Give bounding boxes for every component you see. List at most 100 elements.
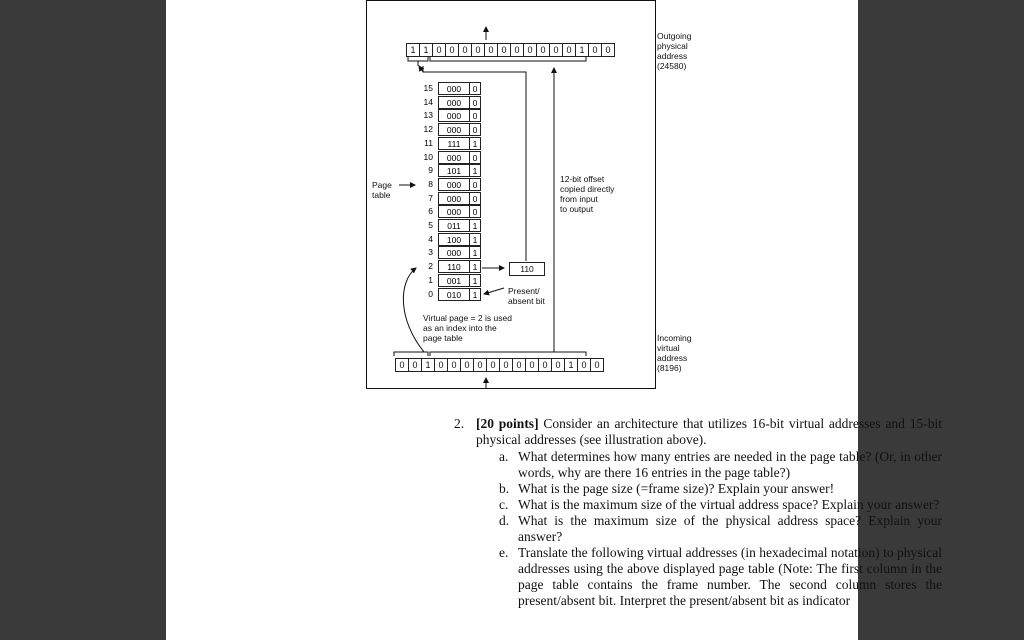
- page-index: 14: [423, 96, 433, 107]
- page-index: 3: [428, 247, 433, 258]
- page-index: 13: [423, 110, 433, 121]
- page-table-label-line: table: [372, 190, 391, 200]
- question-item: d. What is the maximum size of the physic…: [454, 513, 942, 545]
- present-bit-cell: 0: [469, 95, 481, 109]
- item-letter: c.: [499, 497, 509, 512]
- incoming-label-line: virtual: [657, 343, 680, 353]
- present-bit-cell: 0: [469, 177, 481, 191]
- page-table-label-line: Page: [372, 180, 392, 190]
- offset-note-line: copied directly: [560, 184, 615, 194]
- question-stem: [20 points] Consider an architecture tha…: [476, 416, 942, 448]
- outgoing-label-line: address: [657, 51, 688, 61]
- item-letter: d.: [499, 513, 510, 528]
- item-text: What determines how many entries are nee…: [518, 449, 942, 480]
- present-bit-cell: 1: [469, 287, 481, 301]
- virtual-page-note-line: Virtual page = 2 is used: [423, 313, 512, 323]
- item-letter: b.: [499, 481, 510, 496]
- question-item: c. What is the maximum size of the virtua…: [454, 497, 942, 513]
- selected-frame-box: 110: [509, 262, 545, 276]
- question-points: [20 points]: [476, 416, 539, 431]
- question-item: e. Translate the following virtual addres…: [454, 545, 942, 609]
- present-bit-cell: 1: [469, 136, 481, 150]
- item-letter: a.: [499, 449, 509, 464]
- virtual-page-note-line: as an index into the: [423, 323, 497, 333]
- present-note-line: Present/: [508, 286, 540, 296]
- present-bit-cell: 0: [469, 109, 481, 123]
- incoming-bit: 0: [590, 358, 604, 372]
- question-item: b. What is the page size (=frame size)? E…: [454, 481, 942, 497]
- question-stem-text: Consider an architecture that utilizes 1…: [476, 416, 942, 447]
- outgoing-bit: 0: [601, 43, 615, 57]
- page-index: 5: [428, 220, 433, 230]
- page-index: 2: [428, 261, 433, 272]
- outgoing-label-line: (24580): [657, 61, 687, 71]
- present-bit-cell: 1: [469, 219, 481, 232]
- item-text: What is the maximum size of the virtual …: [518, 497, 940, 512]
- page-index: 15: [423, 83, 433, 93]
- question-items: a. What determines how many entries are n…: [454, 449, 942, 609]
- question-item: a. What determines how many entries are n…: [454, 449, 942, 481]
- incoming-label-line: Incoming: [657, 333, 692, 343]
- question-2: 2. [20 points] Consider an architecture …: [454, 416, 942, 609]
- offset-note-line: to output: [560, 204, 594, 214]
- incoming-label-line: address: [657, 353, 688, 363]
- outgoing-label-line: physical: [657, 41, 688, 51]
- page-index: 12: [423, 124, 433, 135]
- present-bit-cell: 0: [469, 150, 481, 164]
- page-index: 1: [428, 274, 433, 285]
- item-text: What is the maximum size of the physical…: [518, 513, 942, 544]
- present-note-line: absent bit: [508, 296, 545, 306]
- present-bit-cell: 1: [469, 246, 481, 260]
- present-bit-cell: 0: [469, 82, 481, 95]
- present-bit-cell: 0: [469, 205, 481, 219]
- figure-arrows: [393, 26, 587, 388]
- question-number: 2.: [454, 416, 465, 431]
- page-index: 8: [428, 178, 433, 189]
- page-index: 10: [423, 151, 433, 162]
- page-index: 0: [428, 288, 433, 299]
- page-index: 7: [428, 192, 433, 203]
- item-letter: e.: [499, 545, 509, 560]
- offset-note-line: 12-bit offset: [560, 174, 605, 184]
- offset-note-line: from input: [560, 194, 598, 204]
- page-index: 11: [424, 137, 433, 148]
- present-bit-cell: 0: [469, 191, 481, 205]
- virtual-page-note-line: page table: [423, 333, 463, 343]
- page-index: 4: [428, 233, 433, 244]
- present-absent-note: Present/absent bit: [508, 286, 545, 306]
- incoming-label-line: (8196): [657, 363, 682, 373]
- present-bit-cell: 1: [469, 273, 481, 287]
- item-text: Translate the following virtual addresse…: [518, 545, 942, 608]
- outgoing-label-line: Outgoing: [657, 31, 692, 41]
- page-index: 6: [428, 206, 433, 217]
- item-text: What is the page size (=frame size)? Exp…: [518, 481, 835, 496]
- page-index: 9: [428, 165, 433, 176]
- present-bit-cell: 1: [469, 232, 481, 246]
- present-bit-cell: 1: [469, 164, 481, 178]
